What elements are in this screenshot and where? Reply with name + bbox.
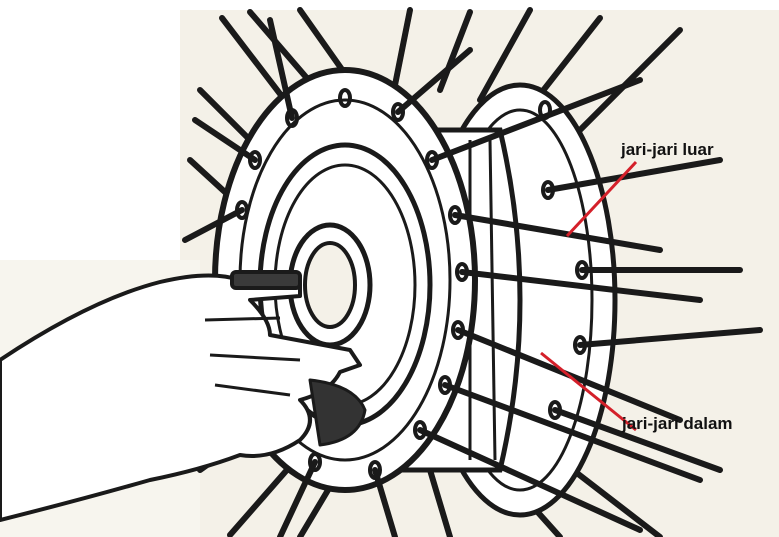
tool-handle bbox=[230, 270, 302, 290]
label-outer-spokes: jari-jari luar bbox=[621, 140, 714, 159]
front-spokes bbox=[182, 17, 763, 537]
leader-line-outer bbox=[565, 160, 638, 238]
hand bbox=[0, 273, 367, 522]
leader-line-inner bbox=[540, 351, 637, 432]
label-inner-spokes: jari-jari dalam bbox=[622, 414, 733, 433]
leader-lines bbox=[540, 160, 638, 432]
